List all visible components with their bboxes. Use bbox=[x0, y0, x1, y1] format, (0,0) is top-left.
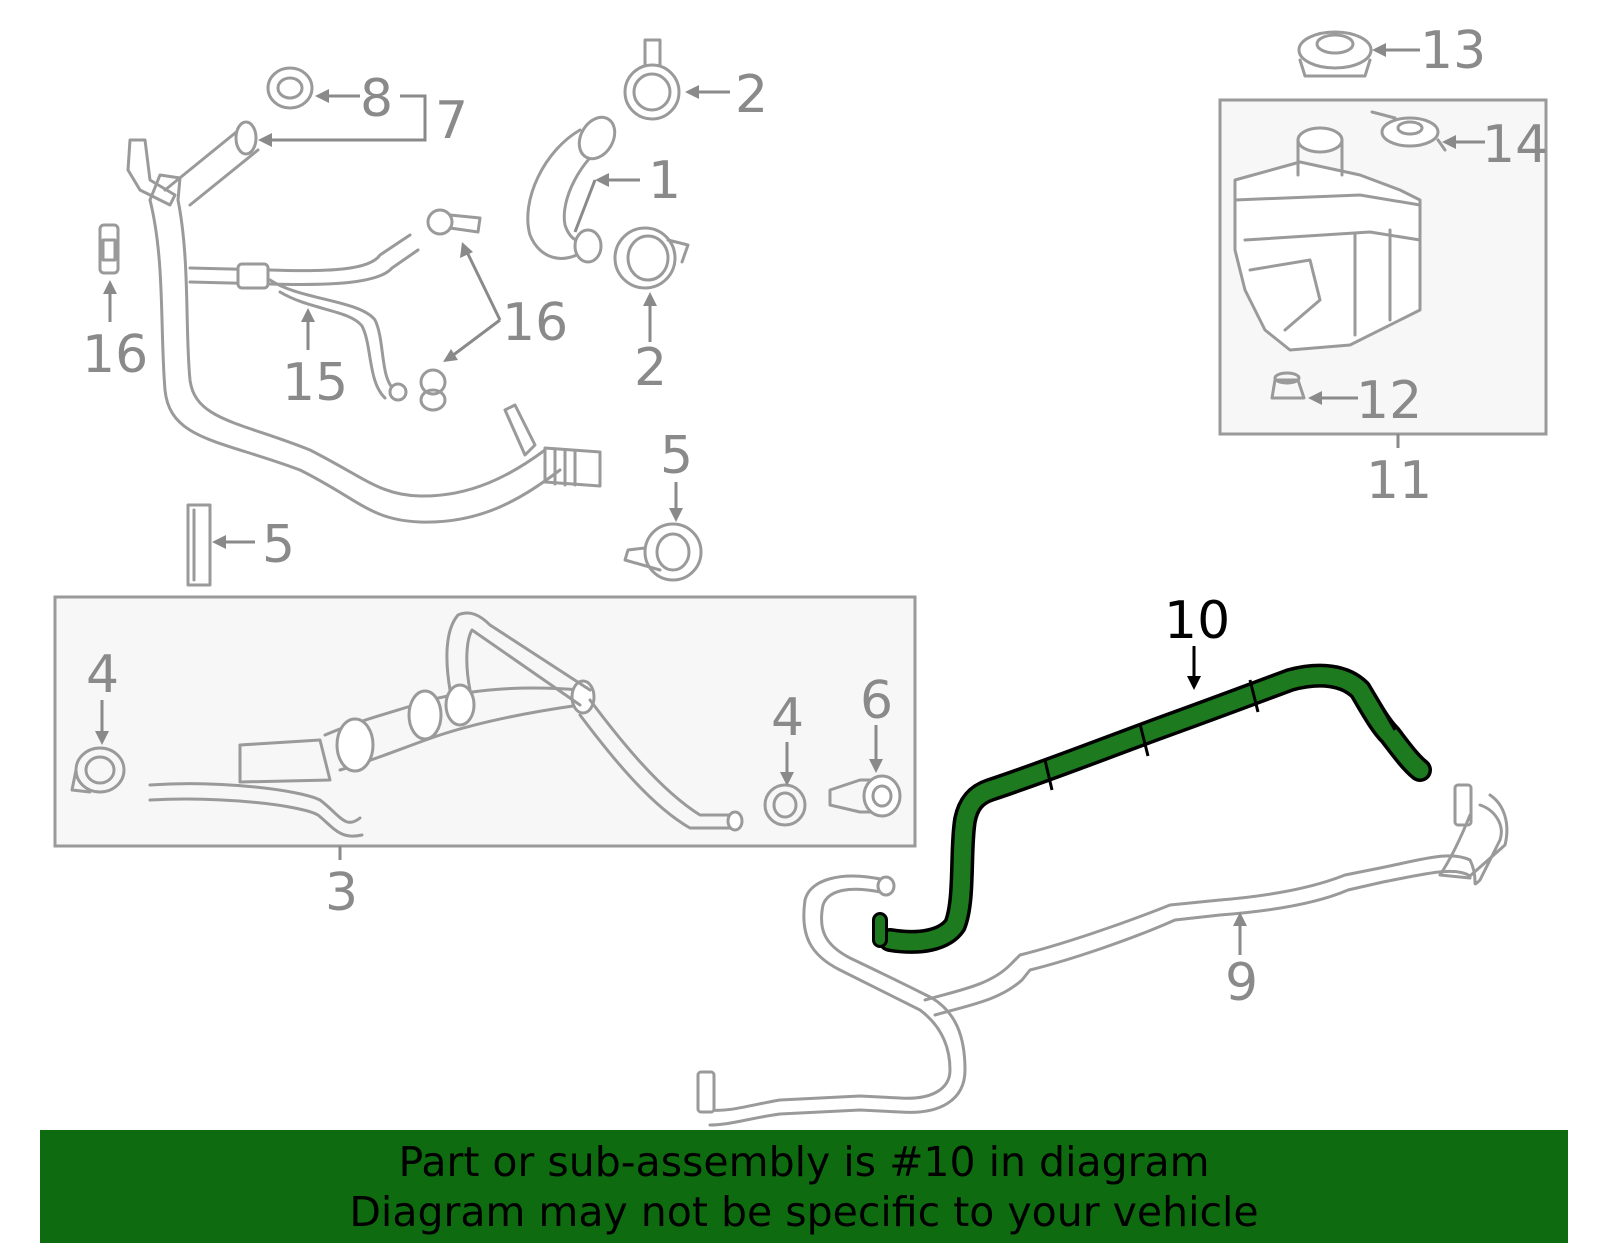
leader-lines bbox=[95, 43, 1485, 955]
part-16-clip-right-lower[interactable] bbox=[419, 368, 447, 412]
callout-8: 8 bbox=[360, 69, 393, 129]
callout-16-right: 16 bbox=[502, 293, 568, 353]
callout-9: 9 bbox=[1225, 953, 1258, 1013]
callout-11: 11 bbox=[1366, 451, 1432, 511]
callout-13: 13 bbox=[1420, 21, 1486, 81]
part-7-coolant-pipe[interactable] bbox=[126, 120, 602, 524]
callout-7: 7 bbox=[435, 91, 468, 151]
callout-labels: 1 2 2 3 4 4 5 5 6 7 8 9 10 11 12 13 14 1… bbox=[82, 21, 1548, 1013]
part-15-hose[interactable] bbox=[188, 233, 420, 402]
callout-10: 10 bbox=[1164, 591, 1230, 651]
part-6-connector[interactable] bbox=[828, 774, 902, 818]
part-4-clamp-right[interactable] bbox=[763, 783, 807, 827]
callout-6: 6 bbox=[860, 671, 893, 731]
callout-2-lower: 2 bbox=[634, 338, 667, 398]
callout-12: 12 bbox=[1356, 371, 1422, 431]
callout-15: 15 bbox=[282, 353, 348, 413]
callout-2-upper: 2 bbox=[735, 65, 768, 125]
part-5-clip-left[interactable] bbox=[186, 503, 212, 587]
part-16-clip-right-upper[interactable] bbox=[426, 208, 482, 236]
part-8-o-ring[interactable] bbox=[266, 66, 314, 110]
callout-16-left: 16 bbox=[82, 325, 148, 385]
part-2-clamp-lower[interactable] bbox=[613, 226, 690, 290]
part-16-clip-left[interactable] bbox=[98, 223, 120, 275]
part-5-clip-right[interactable] bbox=[623, 522, 703, 582]
part-3-hose-assembly[interactable] bbox=[148, 611, 744, 838]
callout-1: 1 bbox=[648, 151, 681, 211]
part-2-clamp-upper[interactable] bbox=[623, 38, 681, 121]
part-11-reservoir[interactable] bbox=[1233, 126, 1422, 352]
part-12-grommet[interactable] bbox=[1270, 371, 1306, 400]
part-13-cap[interactable] bbox=[1297, 30, 1373, 78]
callout-5-right: 5 bbox=[660, 426, 693, 486]
part-10-hose-highlighted[interactable] bbox=[872, 663, 1432, 954]
info-banner: Part or sub-assembly is #10 in diagram D… bbox=[40, 1130, 1568, 1243]
callout-3: 3 bbox=[325, 863, 358, 923]
banner-line-1: Part or sub-assembly is #10 in diagram bbox=[398, 1137, 1210, 1186]
part-14-cap[interactable] bbox=[1370, 110, 1447, 152]
part-9-hose[interactable] bbox=[696, 783, 1509, 1127]
callout-14: 14 bbox=[1482, 115, 1548, 175]
callout-5-left: 5 bbox=[262, 515, 295, 575]
callout-4-left: 4 bbox=[86, 645, 119, 705]
part-1-hose[interactable] bbox=[526, 111, 622, 264]
banner-line-2: Diagram may not be specific to your vehi… bbox=[349, 1187, 1259, 1236]
callout-4-right: 4 bbox=[771, 688, 804, 748]
part-4-clamp-left[interactable] bbox=[70, 746, 126, 794]
